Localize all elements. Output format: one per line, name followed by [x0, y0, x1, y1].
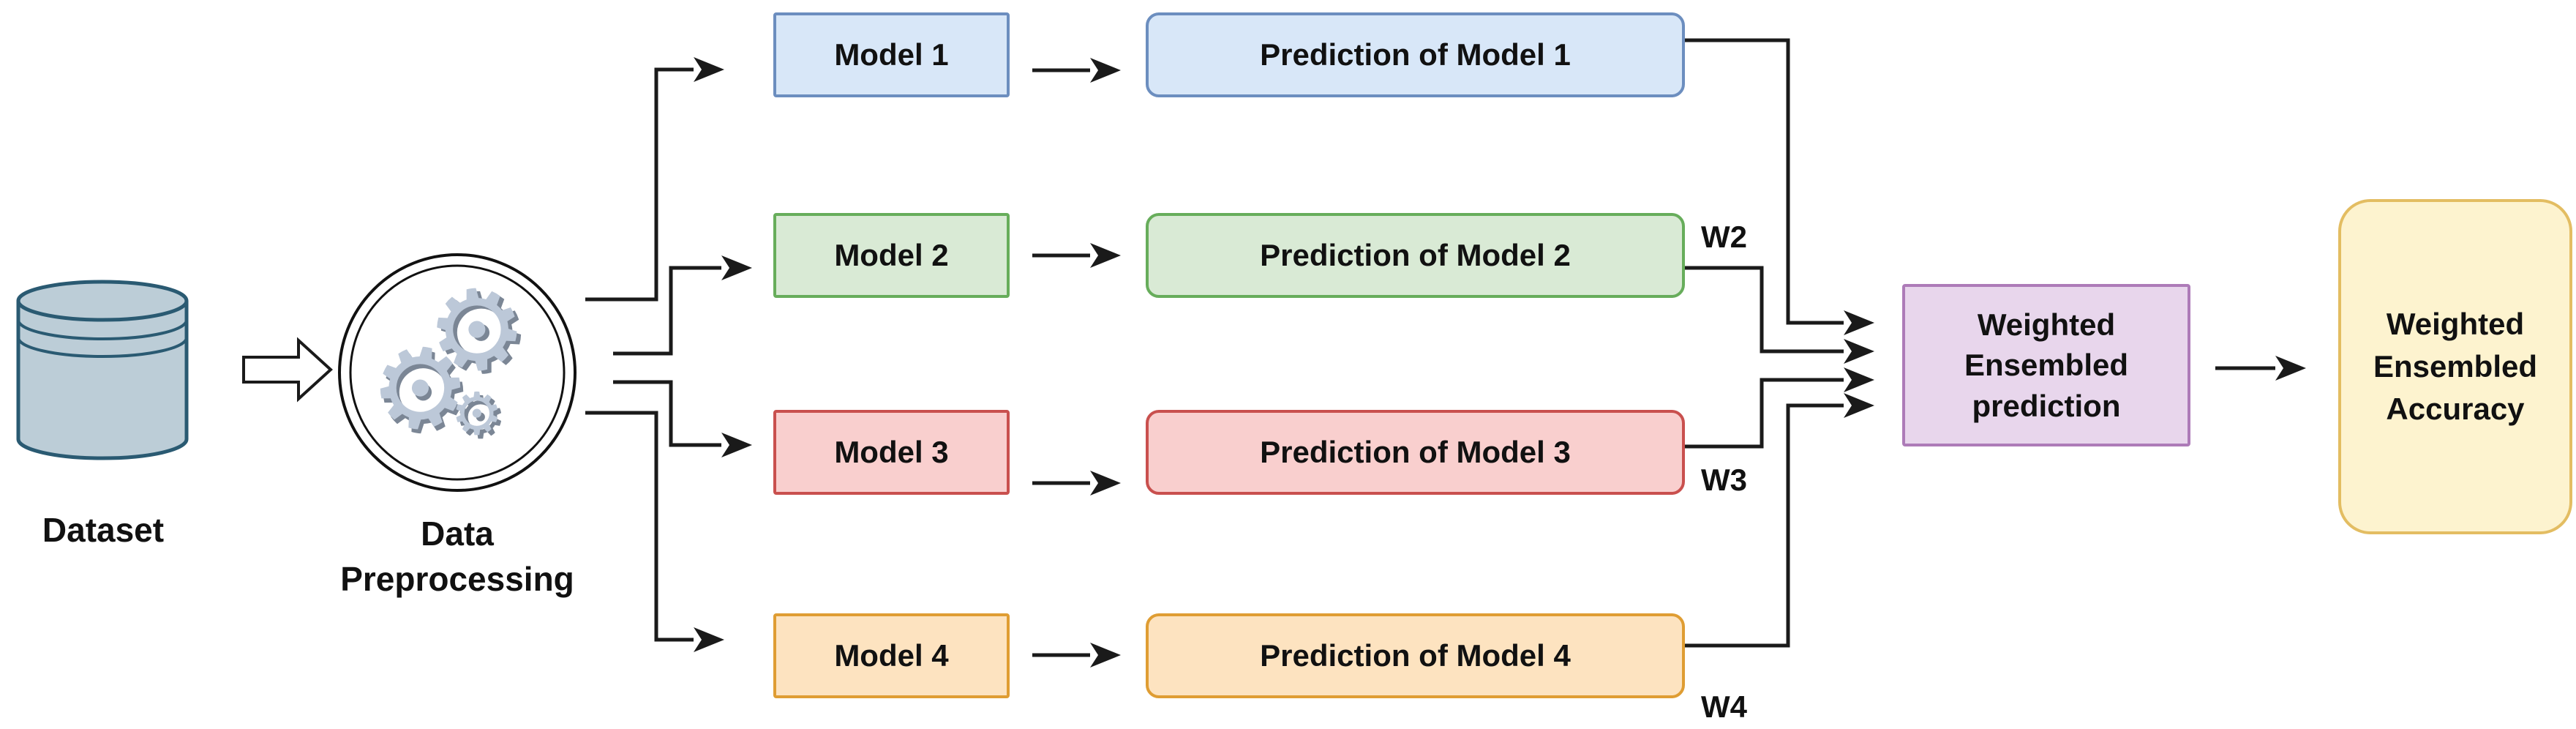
weighted-ensembled-prediction-box: Weighted Ensembled prediction: [1902, 284, 2190, 446]
prediction-3-box: Prediction of Model 3: [1146, 410, 1685, 495]
prediction-2-box: Prediction of Model 2: [1146, 213, 1685, 298]
connector-prediction-2-to-ensemble: [1684, 266, 1874, 364]
weight-label-w4: W4: [1701, 689, 1747, 724]
model-1-box: Model 1: [773, 12, 1010, 97]
model-2-box: Model 2: [773, 213, 1010, 298]
model-4-box: Model 4: [773, 613, 1010, 698]
preprocessing-inner-circle: [349, 264, 566, 481]
model-3-box: Model 3: [773, 410, 1010, 495]
data-preprocessing-label: Data Preprocessing: [340, 515, 574, 599]
connector-preprocessing-to-model-2: [613, 255, 752, 356]
weighted-ensembled-accuracy-box: Weighted Ensembled Accuracy: [2338, 199, 2572, 534]
weight-label-w3: W3: [1701, 463, 1747, 497]
database-cylinder-icon: [16, 280, 189, 460]
weight-label-w2: W2: [1701, 220, 1747, 254]
connector-preprocessing-to-model-3: [613, 380, 752, 457]
block-arrow-icon: [242, 337, 333, 403]
connector-preprocessing-to-model-1: [585, 57, 724, 302]
preprocessing-outer-circle: [338, 253, 577, 492]
connector-prediction-3-to-ensemble: [1684, 367, 1874, 449]
connector-preprocessing-to-model-4: [585, 411, 724, 652]
dataset-label: Dataset: [42, 511, 165, 549]
prediction-4-box: Prediction of Model 4: [1146, 613, 1685, 698]
gears-icon: ⚙ ⚙ ⚙: [339, 255, 575, 490]
gear-icon: ⚙: [451, 380, 503, 448]
connector-prediction-1-to-ensemble: [1684, 38, 1874, 335]
prediction-1-box: Prediction of Model 1: [1146, 12, 1685, 97]
connector-prediction-4-to-ensemble: [1684, 393, 1874, 648]
